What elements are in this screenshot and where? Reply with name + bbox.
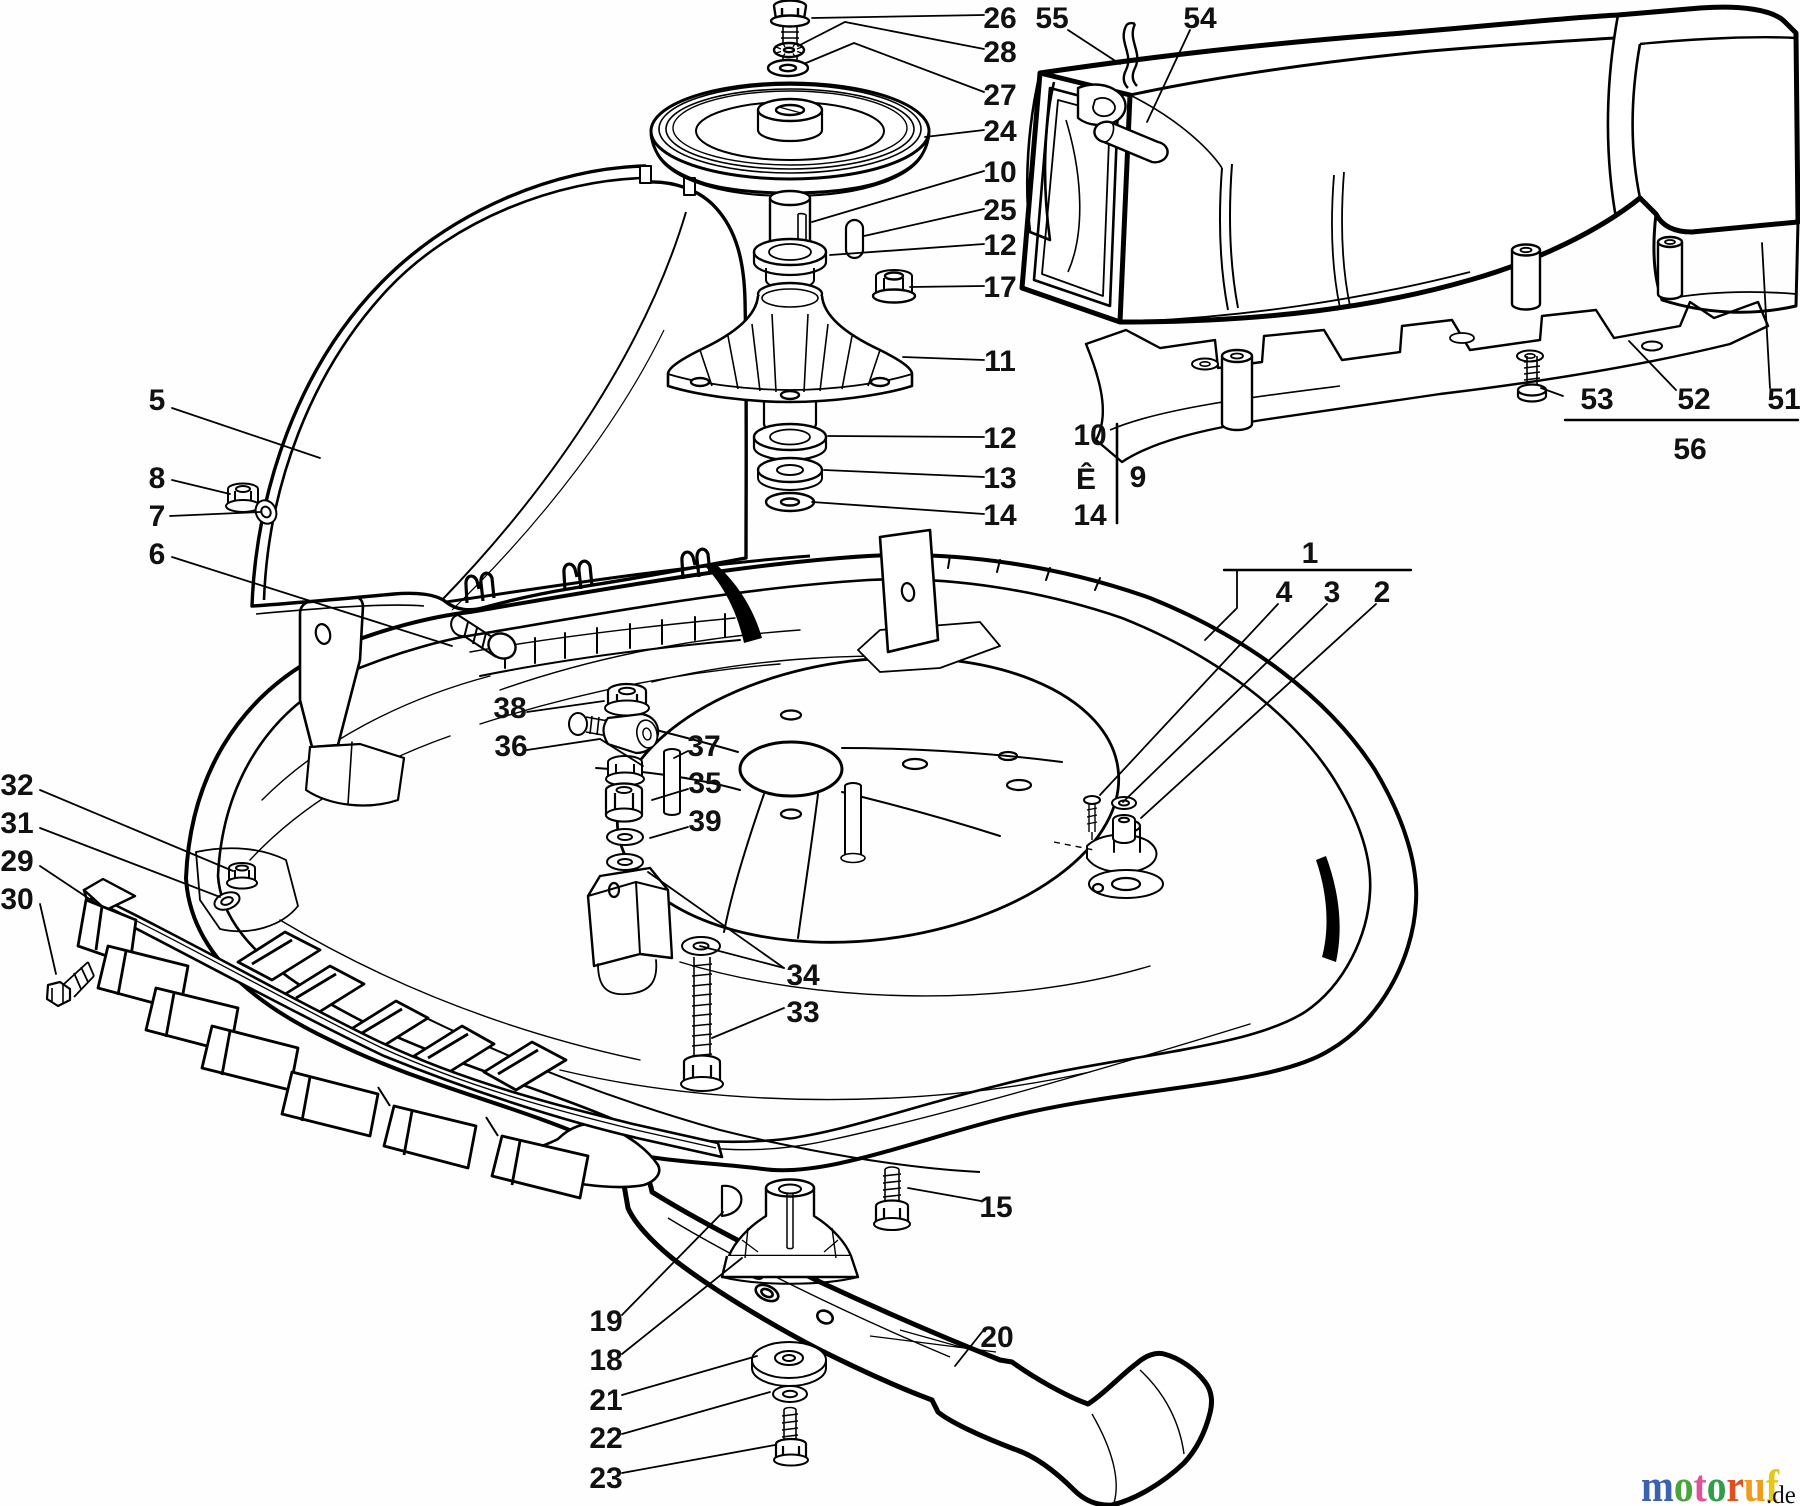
svg-text:53: 53 [1580, 383, 1613, 416]
svg-text:15: 15 [979, 1191, 1012, 1224]
svg-text:14: 14 [1073, 499, 1107, 532]
svg-text:18: 18 [589, 1344, 622, 1377]
svg-text:12: 12 [983, 229, 1016, 262]
svg-text:23: 23 [589, 1462, 622, 1495]
svg-text:10: 10 [983, 156, 1016, 189]
svg-text:33: 33 [786, 996, 819, 1029]
svg-text:26: 26 [983, 2, 1016, 35]
svg-text:10: 10 [1073, 419, 1106, 452]
svg-text:21: 21 [589, 1384, 622, 1417]
svg-text:6: 6 [149, 538, 166, 571]
svg-text:12: 12 [983, 422, 1016, 455]
svg-text:Ê: Ê [1076, 462, 1096, 496]
svg-text:52: 52 [1677, 383, 1710, 416]
svg-text:7: 7 [149, 500, 166, 533]
svg-text:31: 31 [0, 807, 33, 840]
svg-text:30: 30 [0, 883, 33, 916]
svg-text:2: 2 [1374, 576, 1391, 609]
svg-text:35: 35 [688, 767, 721, 800]
svg-text:29: 29 [0, 845, 33, 878]
svg-text:9: 9 [1130, 461, 1147, 494]
svg-text:19: 19 [589, 1305, 622, 1338]
svg-text:36: 36 [494, 730, 527, 763]
svg-text:4: 4 [1276, 576, 1293, 609]
svg-text:54: 54 [1183, 2, 1217, 35]
svg-text:3: 3 [1324, 576, 1341, 609]
svg-text:38: 38 [493, 692, 526, 725]
svg-text:51: 51 [1767, 383, 1800, 416]
svg-text:32: 32 [0, 769, 33, 802]
svg-text:5: 5 [149, 384, 166, 417]
svg-text:27: 27 [983, 79, 1016, 112]
svg-text:1: 1 [1302, 537, 1319, 570]
svg-text:25: 25 [983, 194, 1016, 227]
svg-text:28: 28 [983, 36, 1016, 69]
svg-text:20: 20 [980, 1321, 1013, 1354]
svg-text:37: 37 [687, 730, 720, 763]
svg-text:22: 22 [589, 1422, 622, 1455]
svg-text:motoruf: motoruf [1641, 1460, 1780, 1506]
svg-text:55: 55 [1035, 2, 1068, 35]
svg-text:24: 24 [983, 115, 1017, 148]
svg-text:14: 14 [983, 499, 1017, 532]
svg-text:13: 13 [983, 462, 1016, 495]
svg-text:39: 39 [688, 805, 721, 838]
svg-text:.de: .de [1766, 1482, 1796, 1506]
svg-text:17: 17 [983, 271, 1016, 304]
svg-text:34: 34 [786, 959, 820, 992]
svg-text:8: 8 [149, 462, 166, 495]
svg-text:11: 11 [984, 345, 1016, 378]
svg-text:56: 56 [1673, 433, 1706, 466]
